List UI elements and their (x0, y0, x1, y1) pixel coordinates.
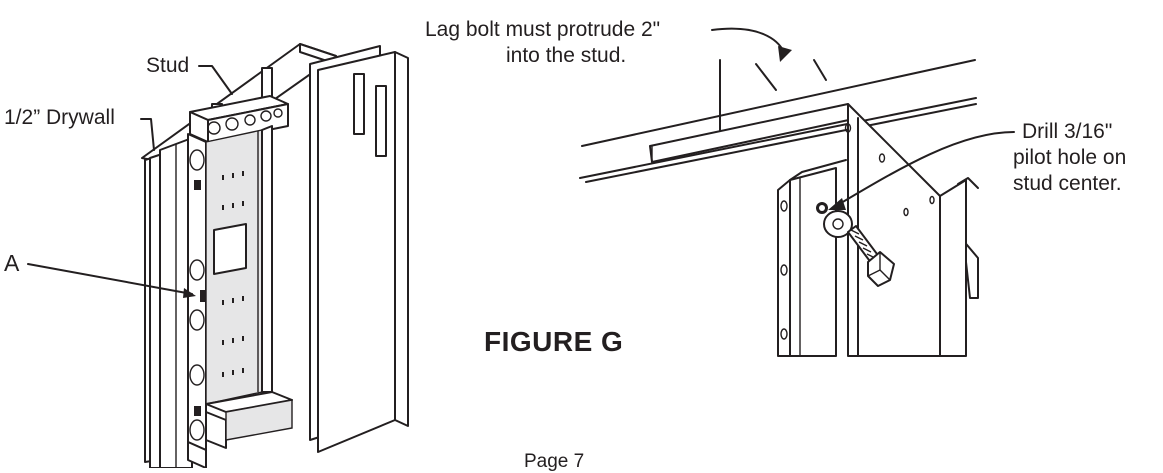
drill-note-line2: pilot hole on (1013, 146, 1127, 169)
lag-bolt-note-line1: Lag bolt must protrude 2" (425, 18, 661, 41)
drill-note-line3: stud center. (1013, 172, 1122, 195)
stud-leader (198, 65, 233, 95)
drywall-label: 1/2” Drywall (4, 106, 115, 129)
callout-a-label: A (4, 250, 20, 276)
detail-enclosure-corner (649, 103, 979, 357)
drywall-leader (140, 118, 155, 151)
callout-a-leader (27, 263, 193, 295)
stud-label: Stud (146, 54, 190, 77)
detail-stud (579, 59, 977, 183)
left-wall-assembly (141, 43, 409, 468)
lag-bolt-arrow (711, 27, 785, 53)
enclosure-cabinet (187, 95, 293, 468)
lag-bolt-note-line2: into the stud. (506, 44, 627, 67)
lag-bolt-with-washer (816, 202, 895, 287)
drill-arrow (835, 131, 1015, 207)
drill-note-line1: Drill 3/16" (1022, 120, 1113, 143)
page-number: Page 7 (524, 451, 585, 472)
figure-title: FIGURE G (484, 326, 624, 357)
mounting-point-a (200, 290, 205, 302)
